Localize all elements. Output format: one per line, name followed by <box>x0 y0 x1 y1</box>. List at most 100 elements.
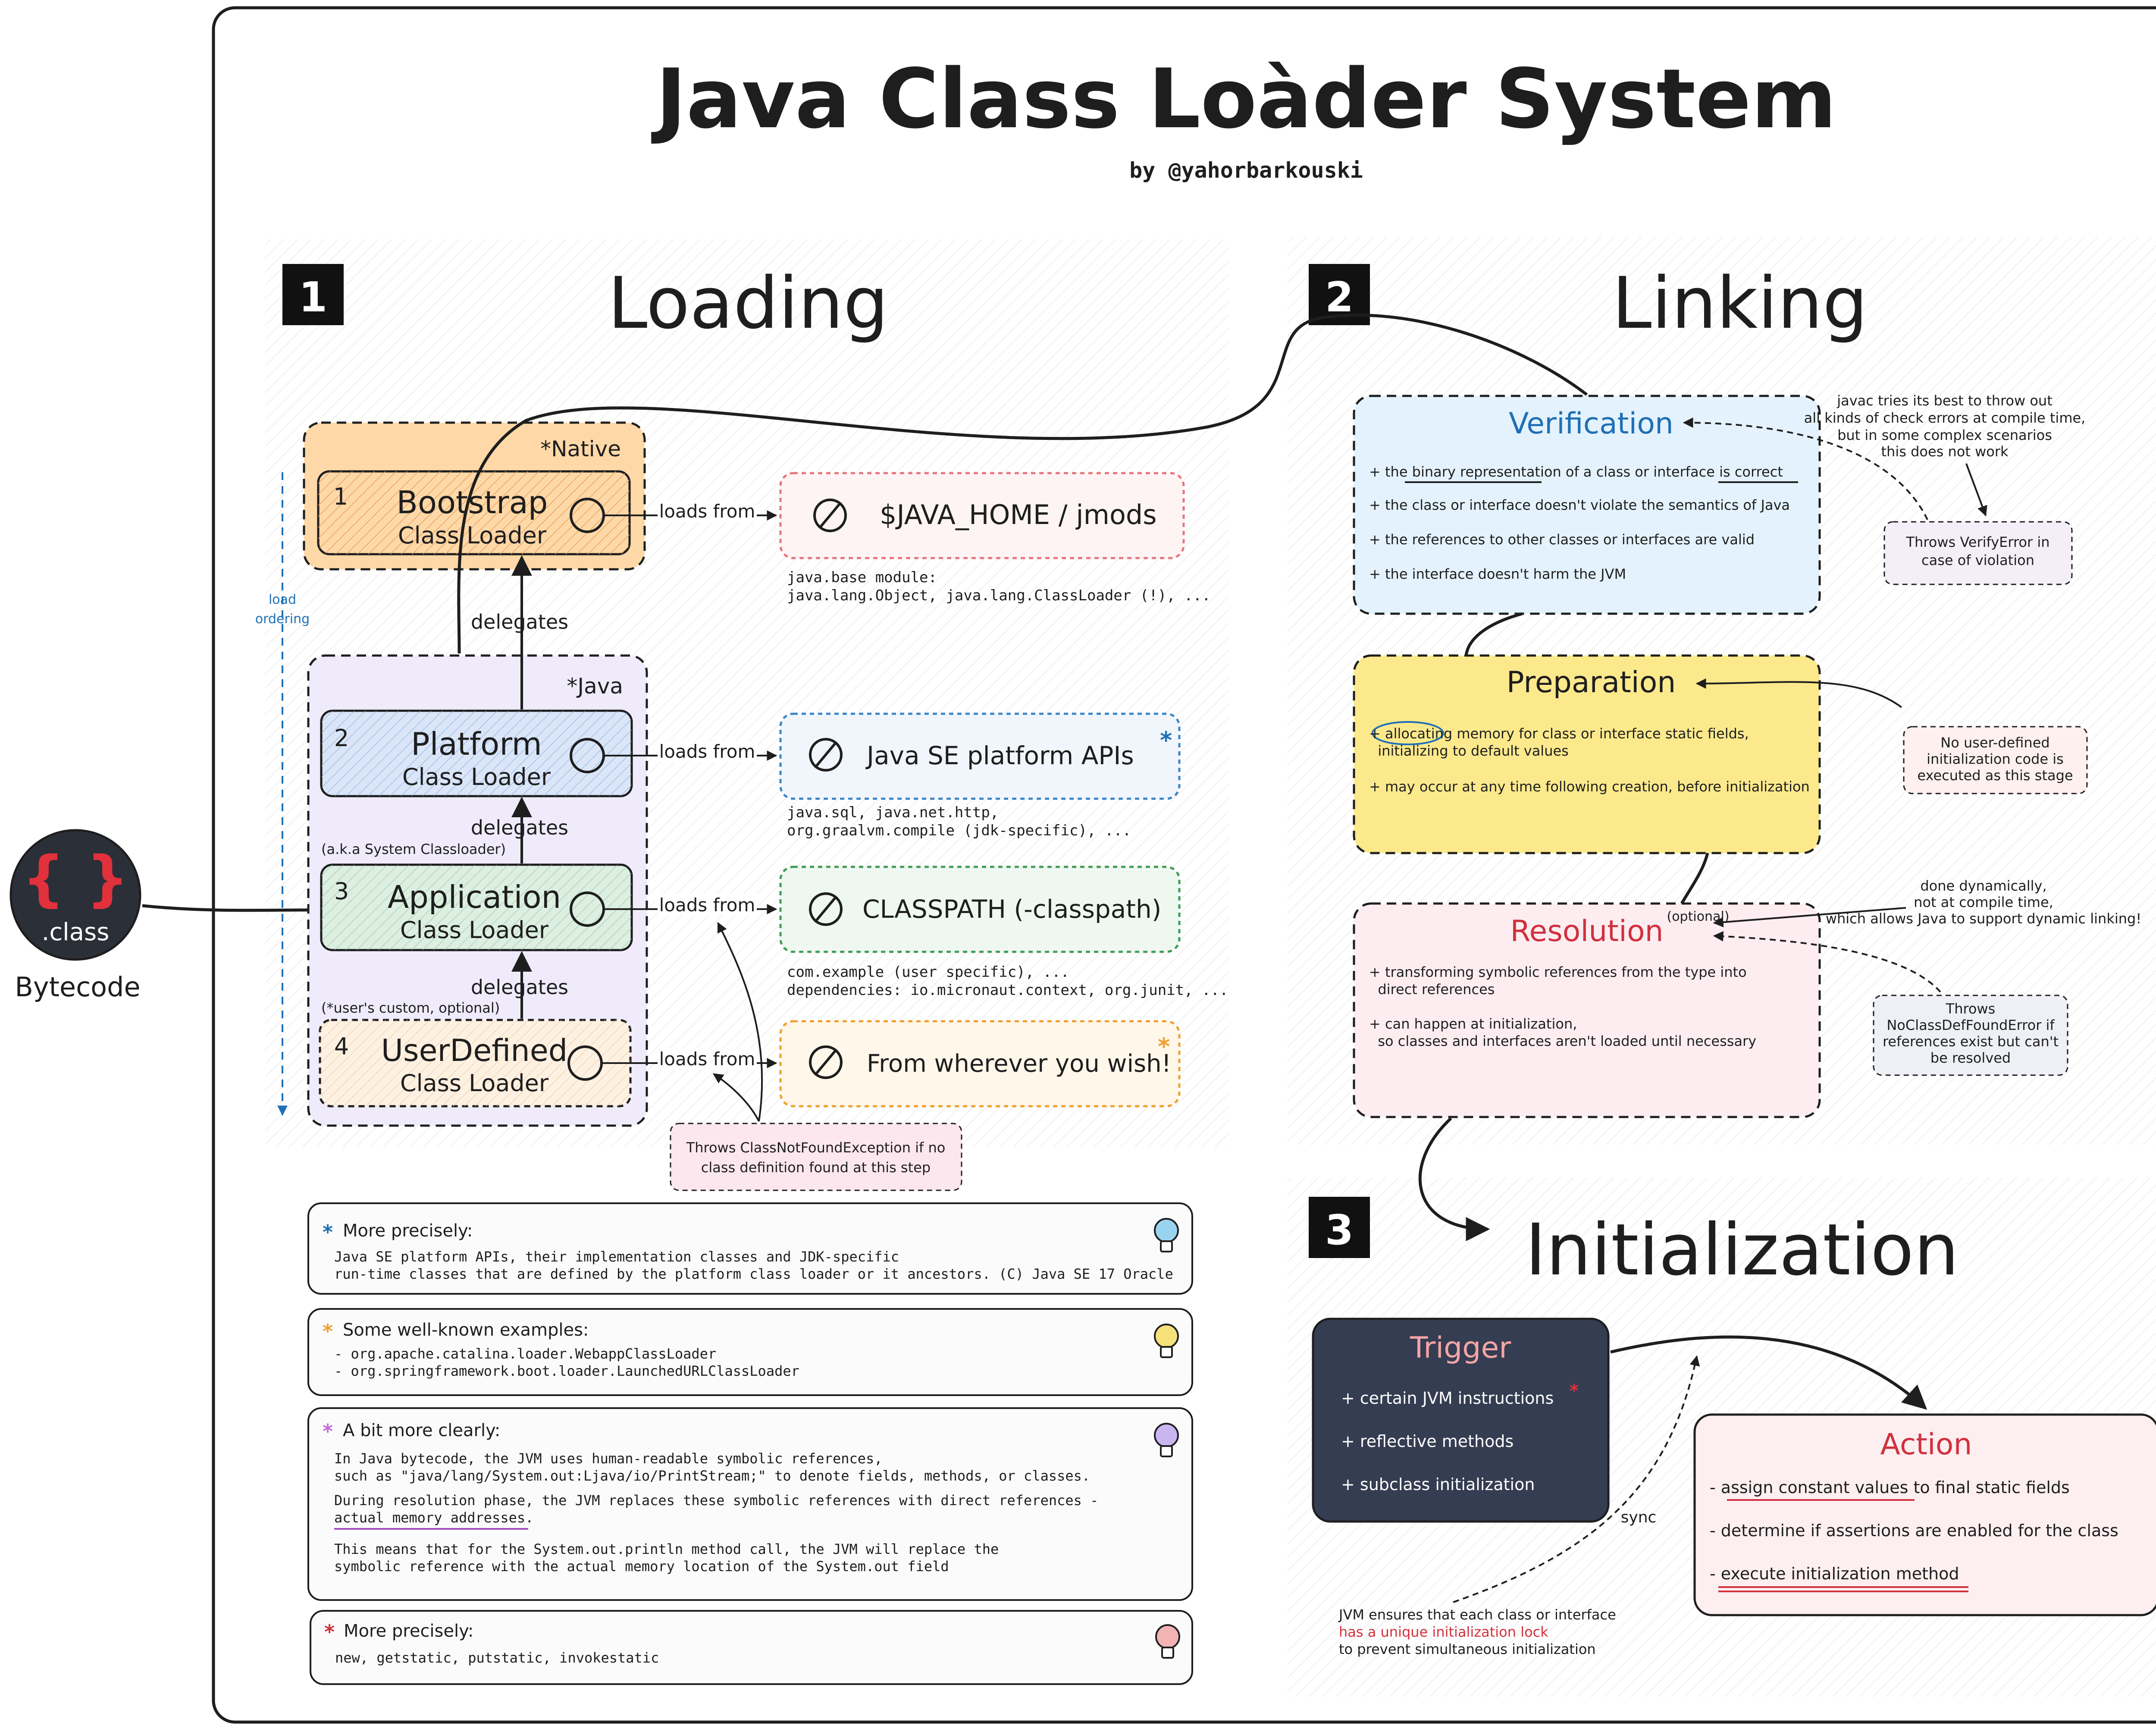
preparation-stage: Preparation + allocating memory for clas… <box>1353 654 1821 854</box>
no-class-def-line-1: Throws <box>1946 1001 1996 1017</box>
loads-from-label-3: loads from <box>659 894 755 916</box>
action-box: Action - assign constant values to final… <box>1693 1413 2156 1616</box>
delegates-label-3: delegates <box>471 976 568 999</box>
javac-note: javac tries its best to throw out all ki… <box>1804 392 2086 460</box>
application-loader-name: Application <box>388 879 561 915</box>
bytecode-ext: .class <box>42 918 110 946</box>
application-loader: 3 Application Class Loader <box>320 863 633 951</box>
userdefined-loader-sub: Class Loader <box>400 1070 549 1097</box>
footnote-resolution: * A bit more clearly: In Java bytecode, … <box>307 1407 1193 1601</box>
bytecode-braces-icon: { } <box>22 844 129 914</box>
preparation-item-3: + may occur at any time following creati… <box>1369 778 1810 795</box>
bytecode-node: { } .class Bytecode <box>9 829 141 1003</box>
platform-apis-desc-2: org.graalvm.compile (jdk-specific), ... <box>787 822 1131 839</box>
userdefined-loader-port <box>567 1045 603 1081</box>
prep-note-line-1: No user-defined <box>1940 734 2049 751</box>
action-title: Action <box>1880 1428 1972 1462</box>
verification-title: Verification <box>1509 407 1673 441</box>
footnote-platform-line-2: run-time classes that are defined by the… <box>334 1266 1173 1282</box>
lightbulb-icon <box>1154 1423 1179 1457</box>
load-ordering-label-1: load <box>269 592 296 607</box>
loading-section-title: Loading <box>608 262 889 345</box>
platform-loader-name: Platform <box>411 726 542 762</box>
action-item-2: - determine if assertions are enabled fo… <box>1710 1521 2118 1540</box>
delegates-label-2: delegates <box>471 816 568 839</box>
platform-loader: 2 Platform Class Loader <box>320 709 633 797</box>
javac-note-line-4: this does not work <box>1881 443 2009 460</box>
trigger-item-2: + reflective methods <box>1341 1432 1514 1451</box>
no-class-def-line-3: references exist but can't <box>1883 1033 2059 1050</box>
verification-item-4: + the interface doesn't harm the JVM <box>1369 566 1626 582</box>
resolution-item-2: direct references <box>1369 981 1495 998</box>
footnote-resolution-title: A bit more clearly: <box>343 1421 500 1440</box>
bootstrap-loader: 1 Bootstrap Class Loader <box>317 470 631 555</box>
init-section-title: Initialization <box>1525 1208 1959 1291</box>
footnote-instructions-mark: * <box>324 1620 335 1644</box>
sync-label: sync <box>1621 1509 1657 1526</box>
footnote-resolution-mark: * <box>323 1420 333 1443</box>
platform-apis-name: Java SE platform APIs <box>865 741 1134 770</box>
javac-note-line-2: all kinds of check errors at compile tim… <box>1804 410 2086 426</box>
userdefined-loader-aka: (*user's custom, optional) <box>321 1000 500 1016</box>
dynamic-note: done dynamically, not at compile time, w… <box>1826 878 2141 927</box>
linking-section-number: 2 <box>1325 274 1354 321</box>
footnote-resolution-line-2: such as "java/lang/System.out:Ljava/io/P… <box>334 1468 1090 1484</box>
no-class-def-arrow <box>1713 931 1941 993</box>
verification-to-preparation-connector <box>1464 612 1523 656</box>
loads-from-label-4: loads from <box>659 1048 755 1070</box>
preparation-to-resolution-connector <box>1680 853 1709 904</box>
class-not-found-note: Throws ClassNotFoundException if no clas… <box>670 1123 962 1191</box>
platform-apis-empty-set-icon <box>809 738 843 772</box>
footnote-platform: * More precisely: Java SE platform APIs,… <box>307 1202 1193 1295</box>
init-section-badge: 3 <box>1309 1197 1370 1258</box>
javac-note-line-1: javac tries its best to throw out <box>1836 392 2053 409</box>
resolution-item-3: + can happen at initialization, <box>1369 1016 1577 1032</box>
action-item-1: - assign constant values to final static… <box>1710 1478 2070 1497</box>
application-loader-number: 3 <box>334 878 349 905</box>
prep-note: No user-defined initialization code is e… <box>1903 726 2088 794</box>
verify-error-note-line-2: case of violation <box>1921 552 2034 568</box>
jmods-name: $JAVA_HOME / jmods <box>880 499 1157 530</box>
verification-stage: Verification + the binary representation… <box>1353 395 1821 615</box>
javac-note-line-3: but in some complex scenarios <box>1837 427 2052 443</box>
bootstrap-loader-sub: Class Loader <box>398 522 547 549</box>
native-tag: *Native <box>540 436 621 461</box>
platform-loader-port <box>570 738 605 773</box>
bytecode-label: Bytecode <box>15 971 140 1003</box>
footnote-resolution-line-3: During resolution phase, the JVM replace… <box>334 1492 1098 1509</box>
lightbulb-icon <box>1155 1624 1180 1659</box>
loads-from-label-2: loads from <box>659 741 755 762</box>
delegates-label-1: delegates <box>471 610 568 634</box>
classpath-desc-2: dependencies: io.micronaut.context, org.… <box>787 982 1228 999</box>
class-not-found-line-1: Throws ClassNotFoundException if no <box>686 1139 946 1156</box>
userdefined-loader-number: 4 <box>334 1033 349 1060</box>
preparation-item-1: + allocating memory for class or interfa… <box>1369 725 1749 742</box>
init-section-number: 3 <box>1325 1207 1354 1254</box>
trigger-to-action-arrow <box>1610 1335 1927 1410</box>
class-not-found-arrow-2 <box>713 1073 760 1122</box>
bootstrap-loader-port <box>570 498 605 533</box>
footnote-resolution-line-6: symbolic reference with the actual memor… <box>334 1558 949 1575</box>
classpath-empty-set-icon <box>809 892 843 926</box>
application-loader-port <box>570 891 605 927</box>
platform-apis-mark: * <box>1160 727 1172 754</box>
trigger-item-1-mark: * <box>1570 1381 1579 1401</box>
platform-apis-desc-1: java.sql, java.net.http, <box>787 804 999 821</box>
verification-item-1: + the binary representation of a class o… <box>1369 464 1783 480</box>
footnote-examples: * Some well-known examples: - org.apache… <box>307 1308 1193 1396</box>
verify-error-note: Throws VerifyError in case of violation <box>1883 521 2073 585</box>
application-loader-sub: Class Loader <box>400 916 549 944</box>
jmods-desc-2: java.lang.Object, java.lang.ClassLoader … <box>787 587 1211 604</box>
prep-note-line-2: initialization code is <box>1927 751 2064 767</box>
source-custom: From wherever you wish! * <box>779 1020 1181 1108</box>
linking-section-title: Linking <box>1612 262 1868 345</box>
footnote-examples-line-1: - org.apache.catalina.loader.WebappClass… <box>334 1346 716 1362</box>
lightbulb-icon <box>1154 1324 1179 1358</box>
no-class-def-line-2: NoClassDefFoundError if <box>1887 1017 2055 1033</box>
no-class-def-note: Throws NoClassDefFoundError if reference… <box>1873 995 2068 1076</box>
linking-to-init-arrow <box>1419 1117 1490 1241</box>
dynamic-note-line-2: not at compile time, <box>1914 894 2053 910</box>
no-class-def-line-4: be resolved <box>1930 1050 2011 1066</box>
footnote-resolution-line-5: This means that for the System.out.print… <box>334 1541 999 1557</box>
